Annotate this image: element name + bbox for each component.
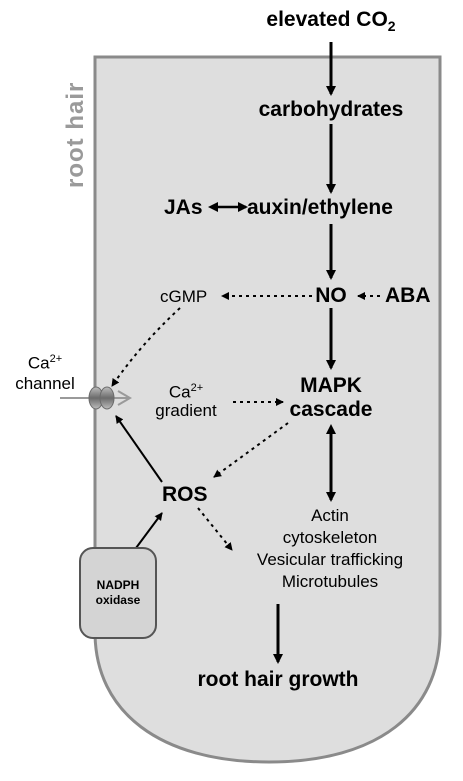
ca-channel-label: Ca2+ channel bbox=[15, 353, 75, 393]
actin-label: Actin cytoskeleton Vesicular trafficking… bbox=[256, 506, 404, 591]
carbohydrates-label: carbohydrates bbox=[258, 98, 404, 121]
elevated-co2-label: elevated CO2 bbox=[266, 8, 396, 35]
ca-gradient-label: Ca2+ gradient bbox=[155, 382, 217, 420]
jas-label: JAs bbox=[164, 196, 203, 219]
cgmp-label: cGMP bbox=[160, 287, 208, 306]
solid-arrows bbox=[115, 42, 336, 664]
ros-label: ROS bbox=[162, 483, 208, 506]
aba-label: ABA bbox=[385, 284, 431, 307]
nadph-oxidase-box: NADPH oxidase bbox=[79, 547, 157, 639]
no-label: NO bbox=[315, 284, 347, 307]
arrow-nadph-ros bbox=[135, 512, 163, 549]
root-hair-cell bbox=[93, 55, 442, 764]
ca-channel-icon bbox=[60, 386, 132, 410]
mapk-cascade-label: MAPK cascade bbox=[289, 374, 373, 421]
arrow-ros-actin bbox=[197, 507, 233, 551]
arrow-cgmp-channel bbox=[111, 307, 181, 387]
root-hair-label: root hair bbox=[62, 81, 89, 188]
auxin-ethylene-label: auxin/ethylene bbox=[247, 196, 393, 219]
dotted-arrows bbox=[111, 292, 380, 551]
root-hair-growth-label: root hair growth bbox=[197, 668, 359, 691]
arrow-mapk-ros bbox=[213, 422, 289, 478]
arrow-ros-channel bbox=[115, 415, 163, 483]
